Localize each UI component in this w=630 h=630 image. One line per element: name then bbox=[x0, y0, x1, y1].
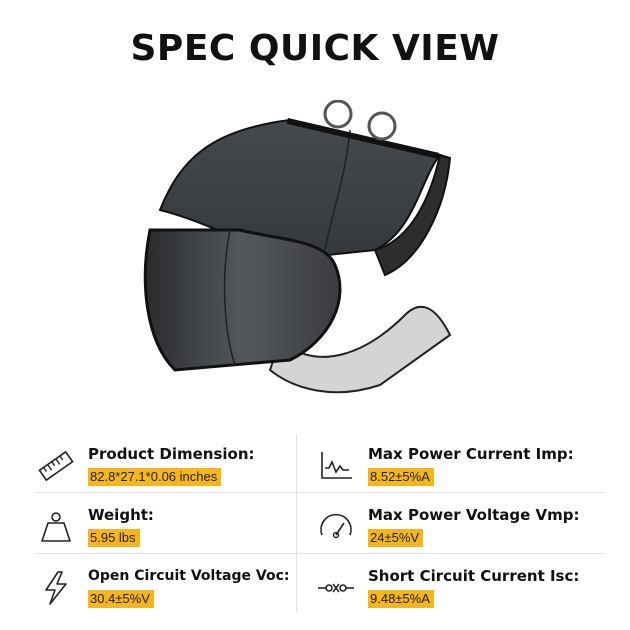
spec-grid: Product Dimension: 82.8*27.1*0.06 inches… bbox=[36, 434, 604, 614]
spec-isc: Short Circuit Current Isc: 9.48±5%A bbox=[316, 566, 604, 614]
spec-label: Open Circuit Voltage Voc: bbox=[88, 568, 290, 584]
solar-panel-image bbox=[120, 99, 500, 400]
weight-icon bbox=[41, 512, 71, 542]
spec-label: Product Dimension: bbox=[88, 445, 255, 463]
spec-weight: Weight: 5.95 lbs bbox=[36, 505, 291, 553]
spec-vmp: Max Power Voltage Vmp: 24±5%V bbox=[316, 505, 604, 553]
spec-value: 82.8*27.1*0.06 inches bbox=[88, 468, 222, 486]
spec-value: 9.48±5%A bbox=[368, 590, 434, 608]
spec-voc: Open Circuit Voltage Voc: 30.4±5%V bbox=[36, 566, 291, 614]
spec-dimension: Product Dimension: 82.8*27.1*0.06 inches bbox=[36, 444, 291, 492]
ruler-icon bbox=[38, 450, 74, 482]
spec-value: 24±5%V bbox=[368, 529, 424, 547]
spec-row: Open Circuit Voltage Voc: 30.4±5%V Short… bbox=[36, 556, 604, 614]
spec-value: 8.52±5%A bbox=[368, 468, 434, 486]
spec-value: 5.95 lbs bbox=[88, 529, 140, 547]
spec-label: Short Circuit Current Isc: bbox=[368, 567, 580, 585]
spec-row: Product Dimension: 82.8*27.1*0.06 inches… bbox=[36, 434, 604, 492]
gauge-icon bbox=[320, 513, 352, 539]
spec-row: Weight: 5.95 lbs Max Power Voltage Vmp: … bbox=[36, 495, 604, 553]
spec-label: Max Power Current Imp: bbox=[368, 445, 574, 463]
line-chart-icon bbox=[321, 452, 352, 479]
page-title: SPEC QUICK VIEW bbox=[130, 28, 500, 69]
row-divider bbox=[36, 553, 604, 554]
spec-label: Weight: bbox=[88, 506, 154, 524]
spec-value: 30.4±5%V bbox=[88, 590, 154, 608]
lightning-icon bbox=[45, 571, 67, 605]
spec-label: Max Power Voltage Vmp: bbox=[368, 506, 580, 524]
column-divider bbox=[296, 434, 297, 612]
row-divider bbox=[36, 492, 604, 493]
spec-imp: Max Power Current Imp: 8.52±5%A bbox=[316, 444, 604, 492]
circuit-icon bbox=[318, 583, 354, 593]
